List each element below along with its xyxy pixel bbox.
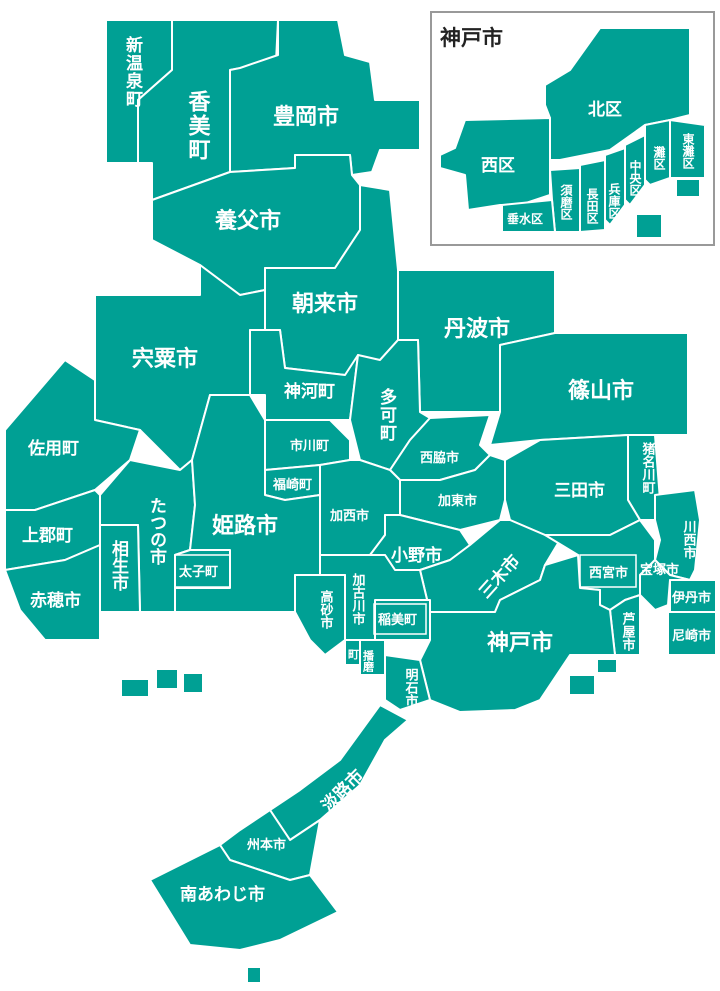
- ward-suma[interactable]: [549, 167, 581, 233]
- region-akashi[interactable]: [384, 654, 431, 711]
- inset-island-1: [677, 180, 699, 196]
- inset-title: 神戸市: [440, 26, 503, 50]
- kobe-inset: 神戸市 北区 西区 東灘区 灘区 中央区 兵庫区 長田区 須磨区 垂水区: [430, 11, 715, 246]
- inami-label-box: [373, 603, 427, 635]
- region-minamiawaji[interactable]: [149, 844, 339, 951]
- region-harima[interactable]: [359, 639, 386, 676]
- region-itami[interactable]: [669, 579, 717, 613]
- region-awaji[interactable]: [269, 704, 409, 841]
- ward-nagata[interactable]: [579, 159, 606, 233]
- region-toyooka[interactable]: [229, 19, 421, 176]
- region-amagasaki[interactable]: [667, 611, 717, 656]
- inset-island-2: [637, 215, 661, 237]
- ward-tarumi[interactable]: [501, 199, 556, 233]
- taishi-label-box: [174, 554, 231, 588]
- regions: [4, 19, 717, 982]
- island-4: [598, 660, 616, 672]
- region-harima-cho[interactable]: [344, 639, 361, 666]
- region-sanda[interactable]: [504, 434, 641, 536]
- island-5: [570, 676, 594, 694]
- ward-nishi[interactable]: [439, 117, 551, 211]
- region-aioi[interactable]: [99, 524, 141, 613]
- island-1: [122, 680, 148, 696]
- region-sasayama[interactable]: [489, 332, 689, 446]
- region-ako[interactable]: [4, 544, 101, 641]
- ward-nada[interactable]: [644, 119, 671, 186]
- ward-higashinada[interactable]: [669, 119, 706, 179]
- region-fukusaki[interactable]: [264, 464, 321, 501]
- region-takasago[interactable]: [294, 574, 346, 656]
- island-3: [184, 674, 202, 692]
- island-2: [157, 670, 177, 688]
- nishinomiya-label-box: [579, 554, 637, 588]
- island-6: [248, 968, 260, 982]
